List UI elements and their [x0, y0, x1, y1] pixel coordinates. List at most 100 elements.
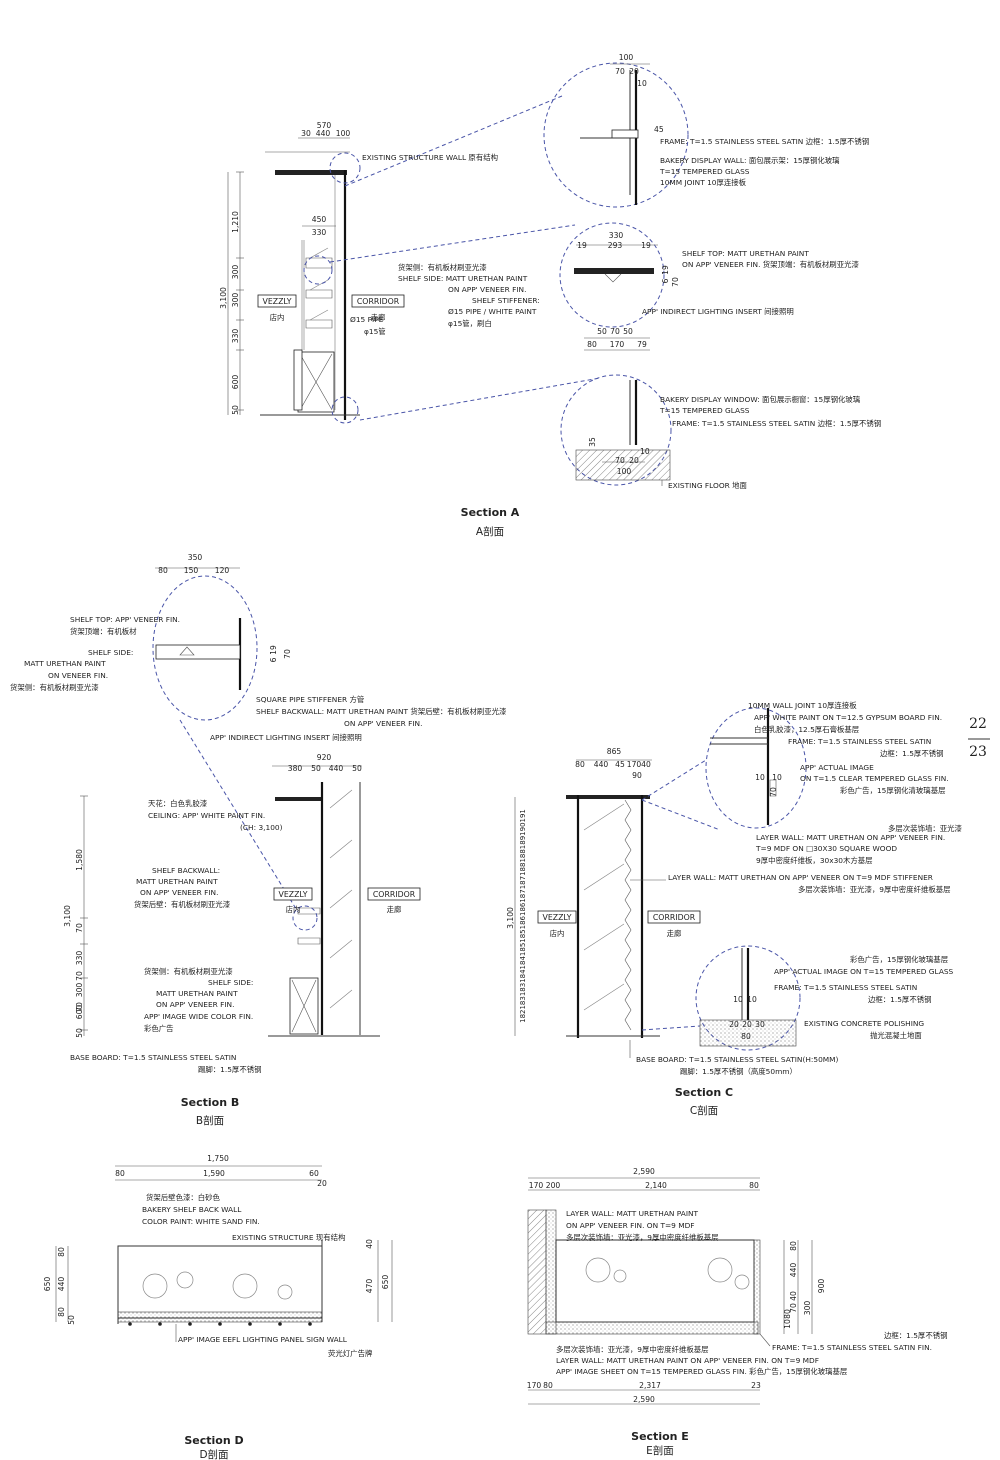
a-det2-170: 170: [610, 340, 625, 349]
b-label-ch: (CH: 3,100): [240, 823, 283, 832]
a-dim-300b: 300: [231, 293, 240, 308]
a-det2-6: 6: [661, 278, 670, 283]
c-label-clear-glass: ON T=1.5 CLEAR TEMPERED GLASS FIN.: [800, 774, 949, 783]
a-label-bakery-wall: BAKERY DISPLAY WALL: 面包展示架：15厚钢化玻璃: [660, 156, 840, 165]
b-label-square-pipe: SQUARE PIPE STIFFENER 方管: [256, 695, 364, 704]
a-dim-600: 600: [231, 375, 240, 390]
c-det2-10a: 10: [733, 995, 743, 1004]
c-dim-3100: 3,100: [506, 907, 515, 929]
a-det3-10: 10: [640, 447, 650, 456]
a-label-shelf-top: SHELF TOP: MATT URETHAN PAINT: [682, 249, 809, 258]
c-dim-865: 865: [607, 747, 622, 756]
page-number-bottom: 23: [969, 744, 987, 760]
b-dim-70a: 70: [75, 923, 84, 933]
d-dim-80b: 80: [57, 1307, 66, 1317]
a-dim-330: 330: [231, 329, 240, 344]
d-label-lighting-cn: 荧光灯广告牌: [328, 1349, 373, 1358]
b-dim-19: 19: [269, 645, 278, 655]
b-label-side-cn2: 货架侧：有机板材刷亚光漆: [144, 967, 233, 976]
b-label-image-cn: 彩色广告: [144, 1024, 174, 1033]
a-label-pipe-white: Ø15 PIPE / WHITE PAINT: [448, 307, 537, 316]
a-det2-80: 80: [587, 340, 597, 349]
a-det2-19b: 19: [641, 241, 651, 250]
c-label-gypsum-cn: 白色乳胶漆，12.5厚石膏板基层: [754, 725, 859, 734]
b-label-veneer: ON VENEER FIN.: [48, 671, 108, 680]
b-label-matt2: MATT URETHAN PAINT: [136, 877, 218, 886]
a-dim-1210: 1,210: [231, 211, 240, 233]
a-label-window-glass: T=15 TEMPERED GLASS: [659, 406, 750, 415]
section-c: 865 80 440 45 170 40 90 3,100 1821831831…: [506, 701, 963, 1117]
a-det1-70: 70: [615, 67, 625, 76]
b-dim-50a: 50: [311, 764, 321, 773]
d-dim-1590: 1,590: [203, 1169, 225, 1178]
a-dim-330: 330: [312, 228, 327, 237]
a-dim-450: 450: [312, 215, 327, 224]
e-label-layer: LAYER WALL: MATT URETHAN PAINT: [566, 1209, 699, 1218]
a-det1-10: 10: [637, 79, 647, 88]
b-label-backwall-veneer: ON APP' VENEER FIN.: [344, 719, 422, 728]
a-label-pipe-cn: φ15管，刷白: [448, 319, 492, 328]
section-c-subtitle: C剖面: [690, 1104, 718, 1117]
c-dim-440: 440: [594, 760, 609, 769]
a-det2-293: 293: [608, 241, 623, 250]
d-dim-80: 80: [115, 1169, 125, 1178]
a-det2-19c: 19: [661, 265, 670, 275]
e-dim-300: 300: [803, 1301, 812, 1316]
a-label-frame: FRAME: T=1.5 STAINLESS STEEL SATIN 边框：1.…: [660, 137, 869, 146]
b-label-ceiling-cn: 天花：白色乳胶漆: [148, 799, 208, 808]
e-dim-2317: 2,317: [639, 1381, 661, 1390]
a-det1-100: 100: [619, 53, 634, 62]
e-dim-23: 23: [751, 1381, 761, 1390]
e-dim-80c: 80: [783, 1309, 792, 1319]
b-dim-120: 120: [215, 566, 230, 575]
a-det2-79: 79: [637, 340, 647, 349]
b-label-matt3: MATT URETHAN PAINT: [156, 989, 238, 998]
a-label-floor: EXISTING FLOOR 地面: [668, 481, 747, 490]
e-label-layer2-cn: 多层次装饰墙：亚光漆，9厚中密度纤维板基层: [556, 1345, 709, 1354]
a-label-veneer: ON APP' VENEER FIN.: [448, 285, 526, 294]
e-dim-2140: 2,140: [645, 1181, 667, 1190]
b-dim-6: 6: [269, 657, 278, 662]
b-dim-50b: 50: [352, 764, 362, 773]
e-dim-80: 80: [749, 1181, 759, 1190]
c-dim-90: 90: [632, 771, 642, 780]
b-dim-600: 600: [75, 1005, 84, 1020]
c-label-image-cn: 彩色广告，15厚钢化玻璃基层: [850, 955, 948, 964]
c-vezzly-tag: VEZZLY: [542, 913, 571, 922]
b-dim-150: 150: [184, 566, 199, 575]
d-dim-1750: 1,750: [207, 1154, 229, 1163]
c-dim-170: 170: [627, 760, 642, 769]
e-label-image-sheet: APP' IMAGE SHEET ON T=15 TEMPERED GLASS …: [556, 1367, 847, 1376]
c-corridor-tag: CORRIDOR: [653, 913, 696, 922]
b-label-shelf-top: SHELF TOP: APP' VENEER FIN.: [70, 615, 180, 624]
d-label-structure: EXISTING STRUCTURE 现有结构: [232, 1233, 345, 1242]
b-dim-50: 50: [75, 1028, 84, 1038]
b-label-side-cn: 货架侧：有机板材刷亚光漆: [10, 683, 99, 692]
section-b-subtitle: B剖面: [196, 1114, 224, 1127]
c-label-clear-cn: 彩色广告，15厚钢化清玻璃基层: [840, 786, 945, 795]
b-label-matt: MATT URETHAN PAINT: [24, 659, 106, 668]
c-label-baseboard: BASE BOARD: T=1.5 STAINLESS STEEL SATIN(…: [636, 1055, 839, 1064]
c-det2-80: 80: [741, 1032, 751, 1041]
c-label-layer2: LAYER WALL: MATT URETHAN ON APP' VENEER …: [668, 873, 933, 882]
a-label-shelf-top-2: ON APP' VENEER FIN. 货架顶端：有机板材刷亚光漆: [682, 260, 859, 269]
d-dim-650: 650: [43, 1277, 52, 1292]
b-dim-3100: 3,100: [63, 905, 72, 927]
a-pipe-cn: φ15管: [364, 327, 386, 336]
d-label-white-sand: COLOR PAINT: WHITE SAND FIN.: [142, 1217, 260, 1226]
c-inside-label: 店内: [550, 929, 565, 938]
page-number-top: 22: [969, 716, 987, 732]
c-det2-30: 30: [755, 1020, 765, 1029]
section-a-subtitle: A剖面: [476, 525, 504, 538]
b-dim-920: 920: [317, 753, 332, 762]
a-label-shelf-side-cn: 货架侧：有机板材刷亚光漆: [398, 263, 487, 272]
c-label-joint: 10MM WALL JOINT 10厚连接板: [748, 701, 857, 710]
a-vezzly-tag: VEZZLY: [262, 297, 291, 306]
c-label-frame2: FRAME: T=1.5 STAINLESS STEEL SATIN: [774, 983, 917, 992]
a-label-window-frame: FRAME: T=1.5 STAINLESS STEEL SATIN 边框：1.…: [672, 419, 881, 428]
a-corridor-cn: 走廊: [371, 313, 386, 322]
a-dim-30: 30: [301, 129, 311, 138]
e-dim-440: 440: [789, 1263, 798, 1278]
a-det1-45: 45: [654, 125, 664, 134]
b-dim-330: 330: [75, 951, 84, 966]
